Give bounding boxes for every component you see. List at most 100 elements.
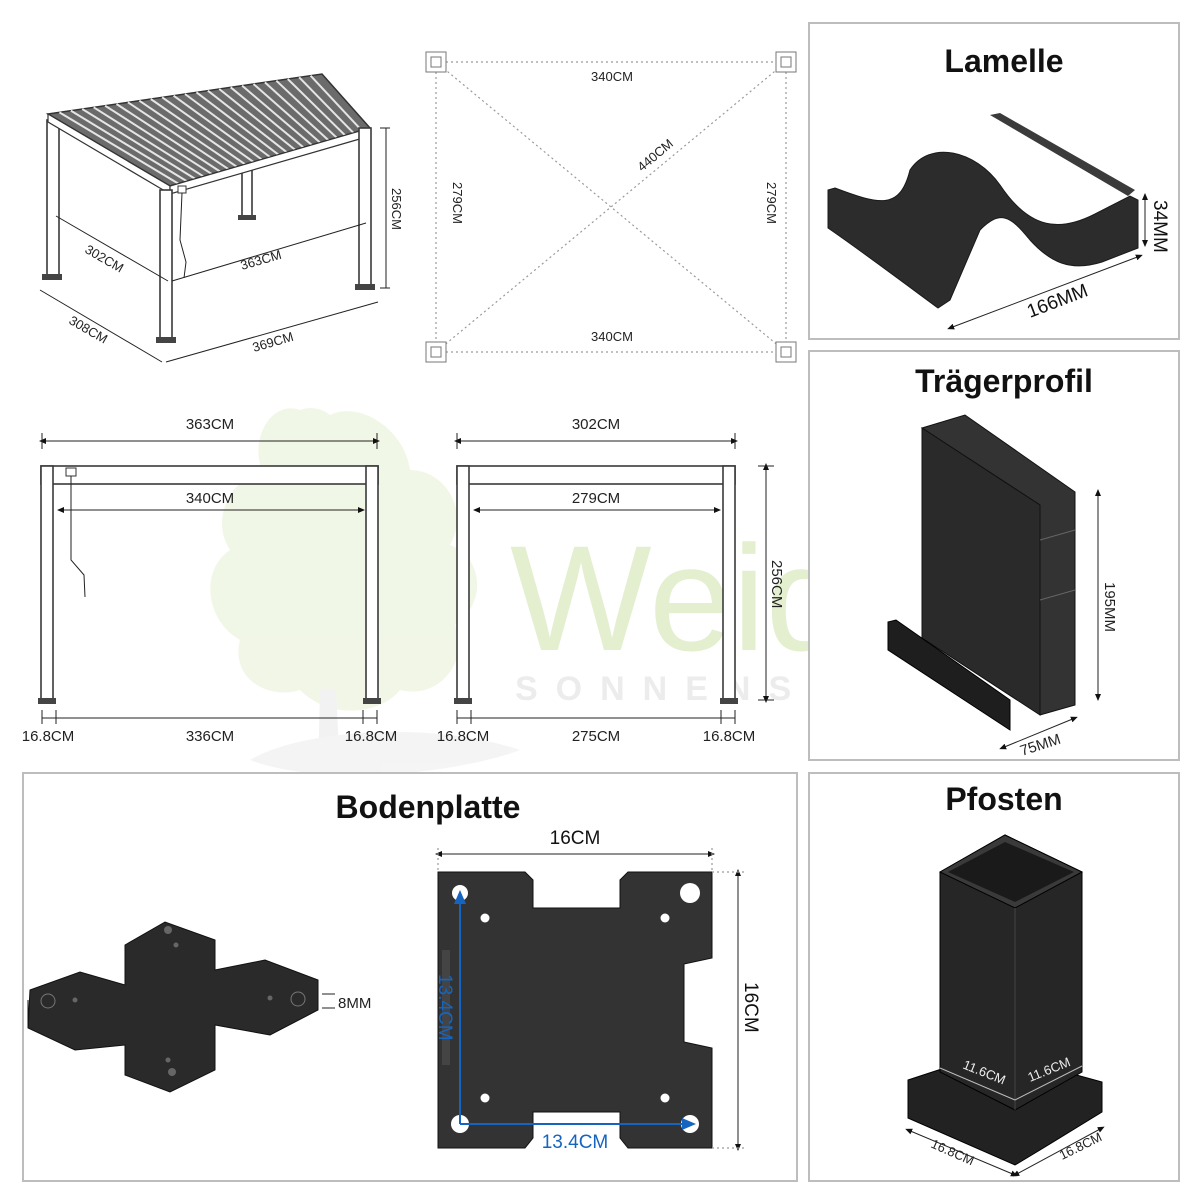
diagonal bbox=[435, 61, 787, 353]
plan-top-label: 340CM bbox=[591, 69, 633, 84]
crank-handle bbox=[179, 192, 187, 279]
lamella-slat bbox=[58, 111, 179, 185]
bodenplatte-panel: Bodenplatte 8MM bbox=[22, 772, 798, 1182]
post-dim-line bbox=[1014, 1065, 1083, 1101]
lamella-slat bbox=[195, 91, 279, 156]
pfosten-panel: Pfosten 11.6CM 11.6CM 16.8CM 16.8CM bbox=[808, 772, 1180, 1182]
lamella-slat bbox=[241, 84, 313, 146]
front-span-label: 336CM bbox=[186, 728, 234, 745]
side-span-label: 275CM bbox=[572, 728, 620, 745]
front-foot-right-label: 16.8CM bbox=[345, 728, 398, 745]
lamella-slat bbox=[309, 74, 363, 132]
boden-thickness-label: 8MM bbox=[338, 995, 371, 1012]
label-width-top: 363CM bbox=[239, 247, 283, 273]
dim-line bbox=[165, 301, 379, 363]
far-post-right bbox=[241, 169, 253, 219]
boden-hole-h-label: 13.4CM bbox=[542, 1132, 609, 1153]
lamella-slat bbox=[275, 79, 338, 139]
traeger-width-dim bbox=[999, 716, 1078, 750]
plan-bottom-label: 340CM bbox=[591, 329, 633, 344]
lamelle-height-label: 34MM bbox=[1149, 200, 1170, 253]
dim-line bbox=[55, 215, 169, 282]
corner-post bbox=[775, 51, 797, 73]
front-outer-label: 363CM bbox=[186, 416, 234, 433]
plan-view: 340CM 340CM 440CM 279CM 279CM bbox=[425, 51, 797, 363]
traeger-title: Trägerprofil bbox=[915, 363, 1093, 399]
motor-box bbox=[65, 467, 77, 477]
lamella-slat bbox=[115, 103, 221, 173]
baseplate-top-view bbox=[437, 871, 713, 1149]
post-front-left bbox=[159, 189, 173, 341]
dim-line bbox=[171, 222, 367, 282]
plan-left-label: 279CM bbox=[450, 182, 465, 224]
lamella-slat bbox=[104, 104, 213, 175]
front-foot-left-label: 16.8CM bbox=[22, 728, 75, 745]
corner-post bbox=[425, 341, 447, 363]
lamella-slat bbox=[287, 78, 346, 136]
crank-handle bbox=[70, 476, 86, 598]
side-foot-left-label: 16.8CM bbox=[437, 728, 490, 745]
lamella-slat bbox=[218, 88, 296, 151]
boden-height-label: 16CM bbox=[740, 982, 761, 1033]
post-front-right bbox=[358, 127, 372, 289]
base-dim-b bbox=[1012, 1126, 1105, 1177]
lamella-slat bbox=[138, 99, 238, 168]
lamella-width-dim bbox=[947, 254, 1143, 330]
side-outer-label: 302CM bbox=[572, 416, 620, 433]
lamella-slat bbox=[93, 106, 204, 178]
front-beam bbox=[40, 465, 379, 485]
lamelle-title: Lamelle bbox=[944, 43, 1063, 79]
side-foot-right-label: 16.8CM bbox=[703, 728, 756, 745]
front-post-right bbox=[365, 465, 379, 701]
lamella-slat bbox=[184, 93, 271, 158]
traeger-body bbox=[921, 427, 1041, 716]
label-width-bottom: 369CM bbox=[251, 329, 295, 355]
diagonal bbox=[435, 61, 787, 353]
front-inner-label: 340CM bbox=[186, 490, 234, 507]
foot-plate bbox=[238, 215, 256, 220]
foot-plate bbox=[355, 284, 375, 290]
tree-logo bbox=[210, 407, 520, 776]
motor-box bbox=[177, 185, 187, 194]
boden-width-label: 16CM bbox=[550, 828, 601, 849]
corner-post bbox=[425, 51, 447, 73]
baseplate-isometric bbox=[27, 921, 319, 1093]
post-back-left bbox=[46, 119, 60, 279]
lamella-profile bbox=[827, 151, 1139, 309]
lamella-slat bbox=[70, 109, 188, 183]
lamella-slat bbox=[207, 89, 288, 153]
lamella-slat bbox=[230, 86, 304, 149]
boden-title: Bodenplatte bbox=[336, 789, 521, 825]
plan-diagonal-label: 440CM bbox=[634, 136, 676, 174]
post-dim-line bbox=[939, 1067, 1016, 1101]
lamella-slat bbox=[150, 98, 246, 166]
label-depth-top: 302CM bbox=[83, 242, 127, 276]
pfosten-title: Pfosten bbox=[945, 781, 1062, 817]
boden-hole-v-label: 13.4CM bbox=[434, 974, 455, 1041]
side-height-label: 256CM bbox=[768, 560, 785, 608]
dim-line bbox=[39, 289, 163, 363]
traegerprofil-panel: Trägerprofil 195MM 75MM bbox=[808, 350, 1180, 761]
traeger-height-label: 195MM bbox=[1101, 582, 1118, 632]
lamella-slat bbox=[81, 108, 196, 180]
side-post-right bbox=[722, 465, 736, 701]
traeger-flange bbox=[887, 619, 1011, 731]
foot-plate bbox=[156, 337, 176, 343]
lamella-slat bbox=[264, 81, 330, 141]
lamelle-panel: Lamelle 34MM 166MM bbox=[808, 22, 1180, 340]
front-elevation: 363CM 340CM 16.8CM 336CM 16.8CM bbox=[22, 416, 398, 745]
lamella-slat bbox=[252, 83, 321, 144]
lamella-slat bbox=[161, 96, 254, 163]
side-inner-label: 279CM bbox=[572, 490, 620, 507]
side-beam bbox=[456, 465, 736, 485]
base-dim-a bbox=[905, 1128, 1018, 1177]
lamella-slat bbox=[127, 101, 229, 170]
label-height: 256CM bbox=[389, 188, 404, 230]
front-post-left bbox=[40, 465, 54, 701]
plan-right-label: 279CM bbox=[764, 182, 779, 224]
label-depth-bottom: 308CM bbox=[67, 313, 111, 347]
lamella-slat bbox=[298, 76, 355, 134]
foot-plate bbox=[42, 274, 62, 280]
